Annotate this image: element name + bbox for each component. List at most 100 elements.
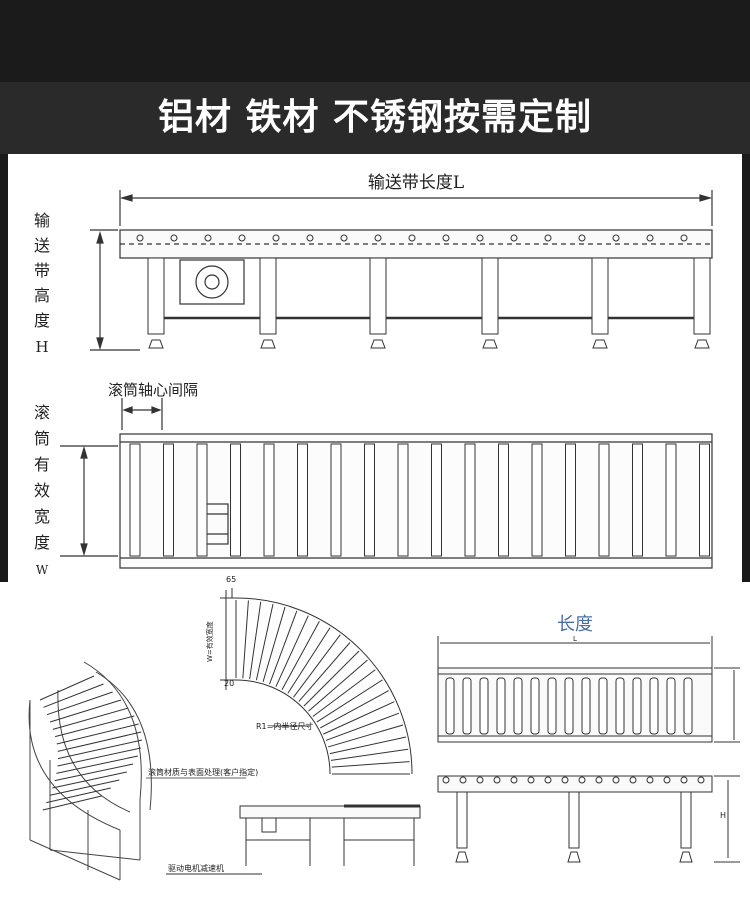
iso-roller <box>52 707 129 730</box>
roller-bolt <box>476 234 484 242</box>
roller-bolt <box>544 234 552 242</box>
top-dark-band <box>0 0 750 82</box>
iso-roller <box>57 739 143 760</box>
leg-post <box>369 257 387 335</box>
curve-rollers <box>235 600 410 775</box>
straight-leg <box>568 791 580 849</box>
curve-roller <box>249 601 262 680</box>
straight-roller <box>564 677 574 735</box>
curve-roller <box>316 679 383 723</box>
plan-roller <box>397 443 409 557</box>
straight-length-sub: L <box>573 635 577 643</box>
curve-roller <box>262 606 286 683</box>
side-roller-dot <box>595 776 603 784</box>
title-band <box>0 82 750 154</box>
side-elevation <box>90 190 713 351</box>
straight-roller <box>615 677 625 735</box>
roller-bolt <box>272 234 280 242</box>
plan-roller <box>699 443 710 557</box>
curve-isometric <box>28 661 152 881</box>
straight-rollers <box>445 677 693 735</box>
curve-roller <box>323 701 395 735</box>
leg-post <box>259 257 277 335</box>
drive-note: 驱动电机减速机 <box>168 863 224 873</box>
straight-foot <box>455 851 469 863</box>
side-roller-dot <box>510 776 518 784</box>
plan-roller <box>431 443 442 557</box>
straight-roller <box>462 677 472 735</box>
side-roller-dot <box>578 776 586 784</box>
straight-height-sub: H <box>720 811 726 820</box>
plan-rollers <box>129 443 710 557</box>
curve-roller <box>287 627 331 694</box>
plan-roller <box>297 443 308 557</box>
roller-bolt <box>578 234 586 242</box>
curve-roller <box>327 724 404 748</box>
curve-roller <box>242 600 249 679</box>
plan-roller <box>498 443 509 557</box>
side-roller-dot <box>476 776 484 784</box>
side-roller-dot <box>527 776 535 784</box>
iso-roller <box>39 675 95 701</box>
length-label: 输送带长度L <box>368 173 464 193</box>
side-legs <box>147 257 711 349</box>
leg-post <box>147 257 165 335</box>
leg-foot <box>148 339 164 349</box>
curve-roller <box>312 669 376 717</box>
roller-bolt <box>510 234 518 242</box>
page-title: 铝材 铁材 不锈钢按需定制 <box>157 97 593 138</box>
iso-roller <box>54 715 135 738</box>
leg-foot <box>482 339 498 349</box>
roller-bolt <box>442 234 450 242</box>
leg-post <box>591 257 609 335</box>
curve-roller <box>330 748 409 761</box>
curve-roller <box>329 736 407 755</box>
straight-roller <box>496 677 506 735</box>
height-label-char-3: 高 <box>34 286 50 305</box>
iso-roller <box>56 723 139 745</box>
straight-length-label: 长度 <box>557 614 593 635</box>
height-label-char-4: 度 <box>34 311 50 330</box>
roller-bolt <box>340 234 348 242</box>
straight-roller <box>632 677 642 735</box>
roller-bolt <box>646 234 654 242</box>
width-label-group: 滚 筒 有 效 宽 度 W <box>34 403 50 577</box>
roller-bolt <box>408 234 416 242</box>
roller-bolt <box>306 234 314 242</box>
radius-note: R1=内半径尺寸 <box>256 721 313 731</box>
side-roller-dot <box>646 776 654 784</box>
iso-roller <box>46 787 111 804</box>
side-roller-dot <box>680 776 688 784</box>
curve-roller <box>293 634 341 698</box>
straight-foot <box>679 851 693 863</box>
straight-leg <box>680 791 692 849</box>
iso-roller <box>49 699 122 723</box>
width-label-char-6: W <box>36 563 49 577</box>
side-roller-dot <box>459 776 467 784</box>
width-label-char-0: 滚 <box>34 403 50 422</box>
straight-roller <box>513 677 523 735</box>
side-roller-dot <box>629 776 637 784</box>
iso-roller <box>54 763 134 782</box>
curve-roller <box>298 642 351 702</box>
straight-roller <box>530 677 540 735</box>
iso-roller <box>42 795 102 811</box>
plan-view <box>60 398 713 569</box>
width-label-char-3: 效 <box>34 481 50 500</box>
leg-foot <box>260 339 276 349</box>
roller-bolt <box>136 234 144 242</box>
side-roller-dot <box>493 776 501 784</box>
plan-roller <box>129 443 141 557</box>
straight-roller <box>598 677 608 735</box>
straight-side-parts <box>442 776 705 863</box>
width-label-char-1: 筒 <box>34 429 50 448</box>
iso-roller <box>57 731 142 752</box>
curve-roller <box>308 659 368 712</box>
dim-bottom: 20 <box>224 679 234 688</box>
height-label-char-2: 带 <box>34 261 50 280</box>
iso-rollers <box>39 675 143 811</box>
plan-roller <box>565 443 576 557</box>
curve-roller <box>325 712 400 741</box>
straight-roller <box>666 677 676 735</box>
leg-post <box>481 257 499 335</box>
